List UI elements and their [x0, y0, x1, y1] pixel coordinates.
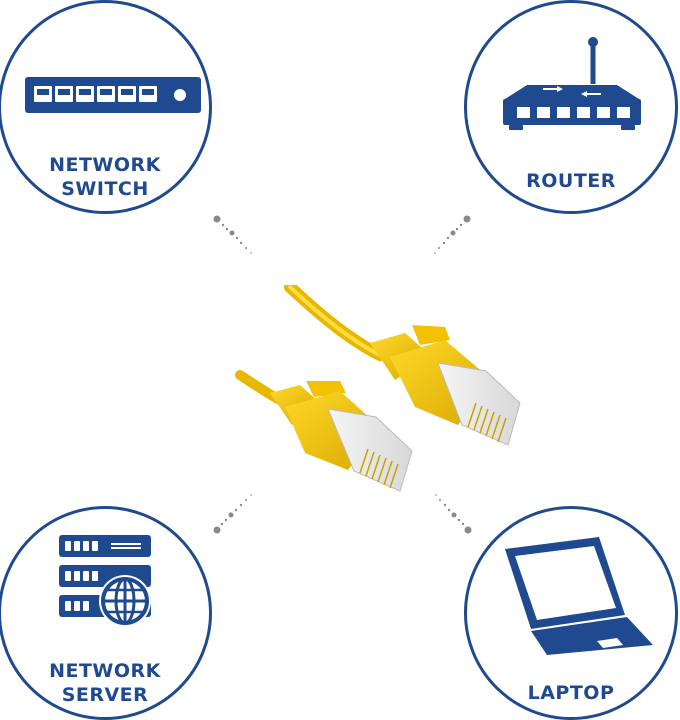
rj45-plug-lower: [270, 381, 413, 492]
node-label-switch: NETWORK SWITCH: [1, 153, 209, 201]
label-line1: NETWORK: [49, 660, 161, 682]
connector-dot-laptop: [464, 526, 472, 534]
ethernet-cable-icon: [235, 285, 521, 492]
connector-dot-router: [463, 215, 471, 223]
node-network-switch: NETWORK SWITCH: [0, 0, 212, 214]
rj45-plug-upper: [370, 325, 521, 446]
node-laptop: LAPTOP: [464, 506, 678, 720]
label-line2: SERVER: [61, 684, 149, 706]
globe-icon: [99, 575, 151, 627]
node-network-server: NETWORK SERVER: [0, 506, 212, 720]
node-label-laptop: LAPTOP: [527, 682, 615, 704]
network-switch-icon: [25, 77, 201, 113]
label-line2: SWITCH: [61, 178, 149, 200]
node-label-server: NETWORK SERVER: [1, 659, 209, 707]
laptop-icon: [505, 537, 653, 655]
router-icon: [503, 37, 641, 130]
label-line1: NETWORK: [49, 154, 161, 176]
server-rack-icon: [59, 535, 151, 627]
node-router: ROUTER: [464, 0, 678, 214]
connector-dot-server: [213, 526, 221, 534]
node-label-router: ROUTER: [526, 170, 616, 192]
connector-dot-switch: [213, 215, 221, 223]
